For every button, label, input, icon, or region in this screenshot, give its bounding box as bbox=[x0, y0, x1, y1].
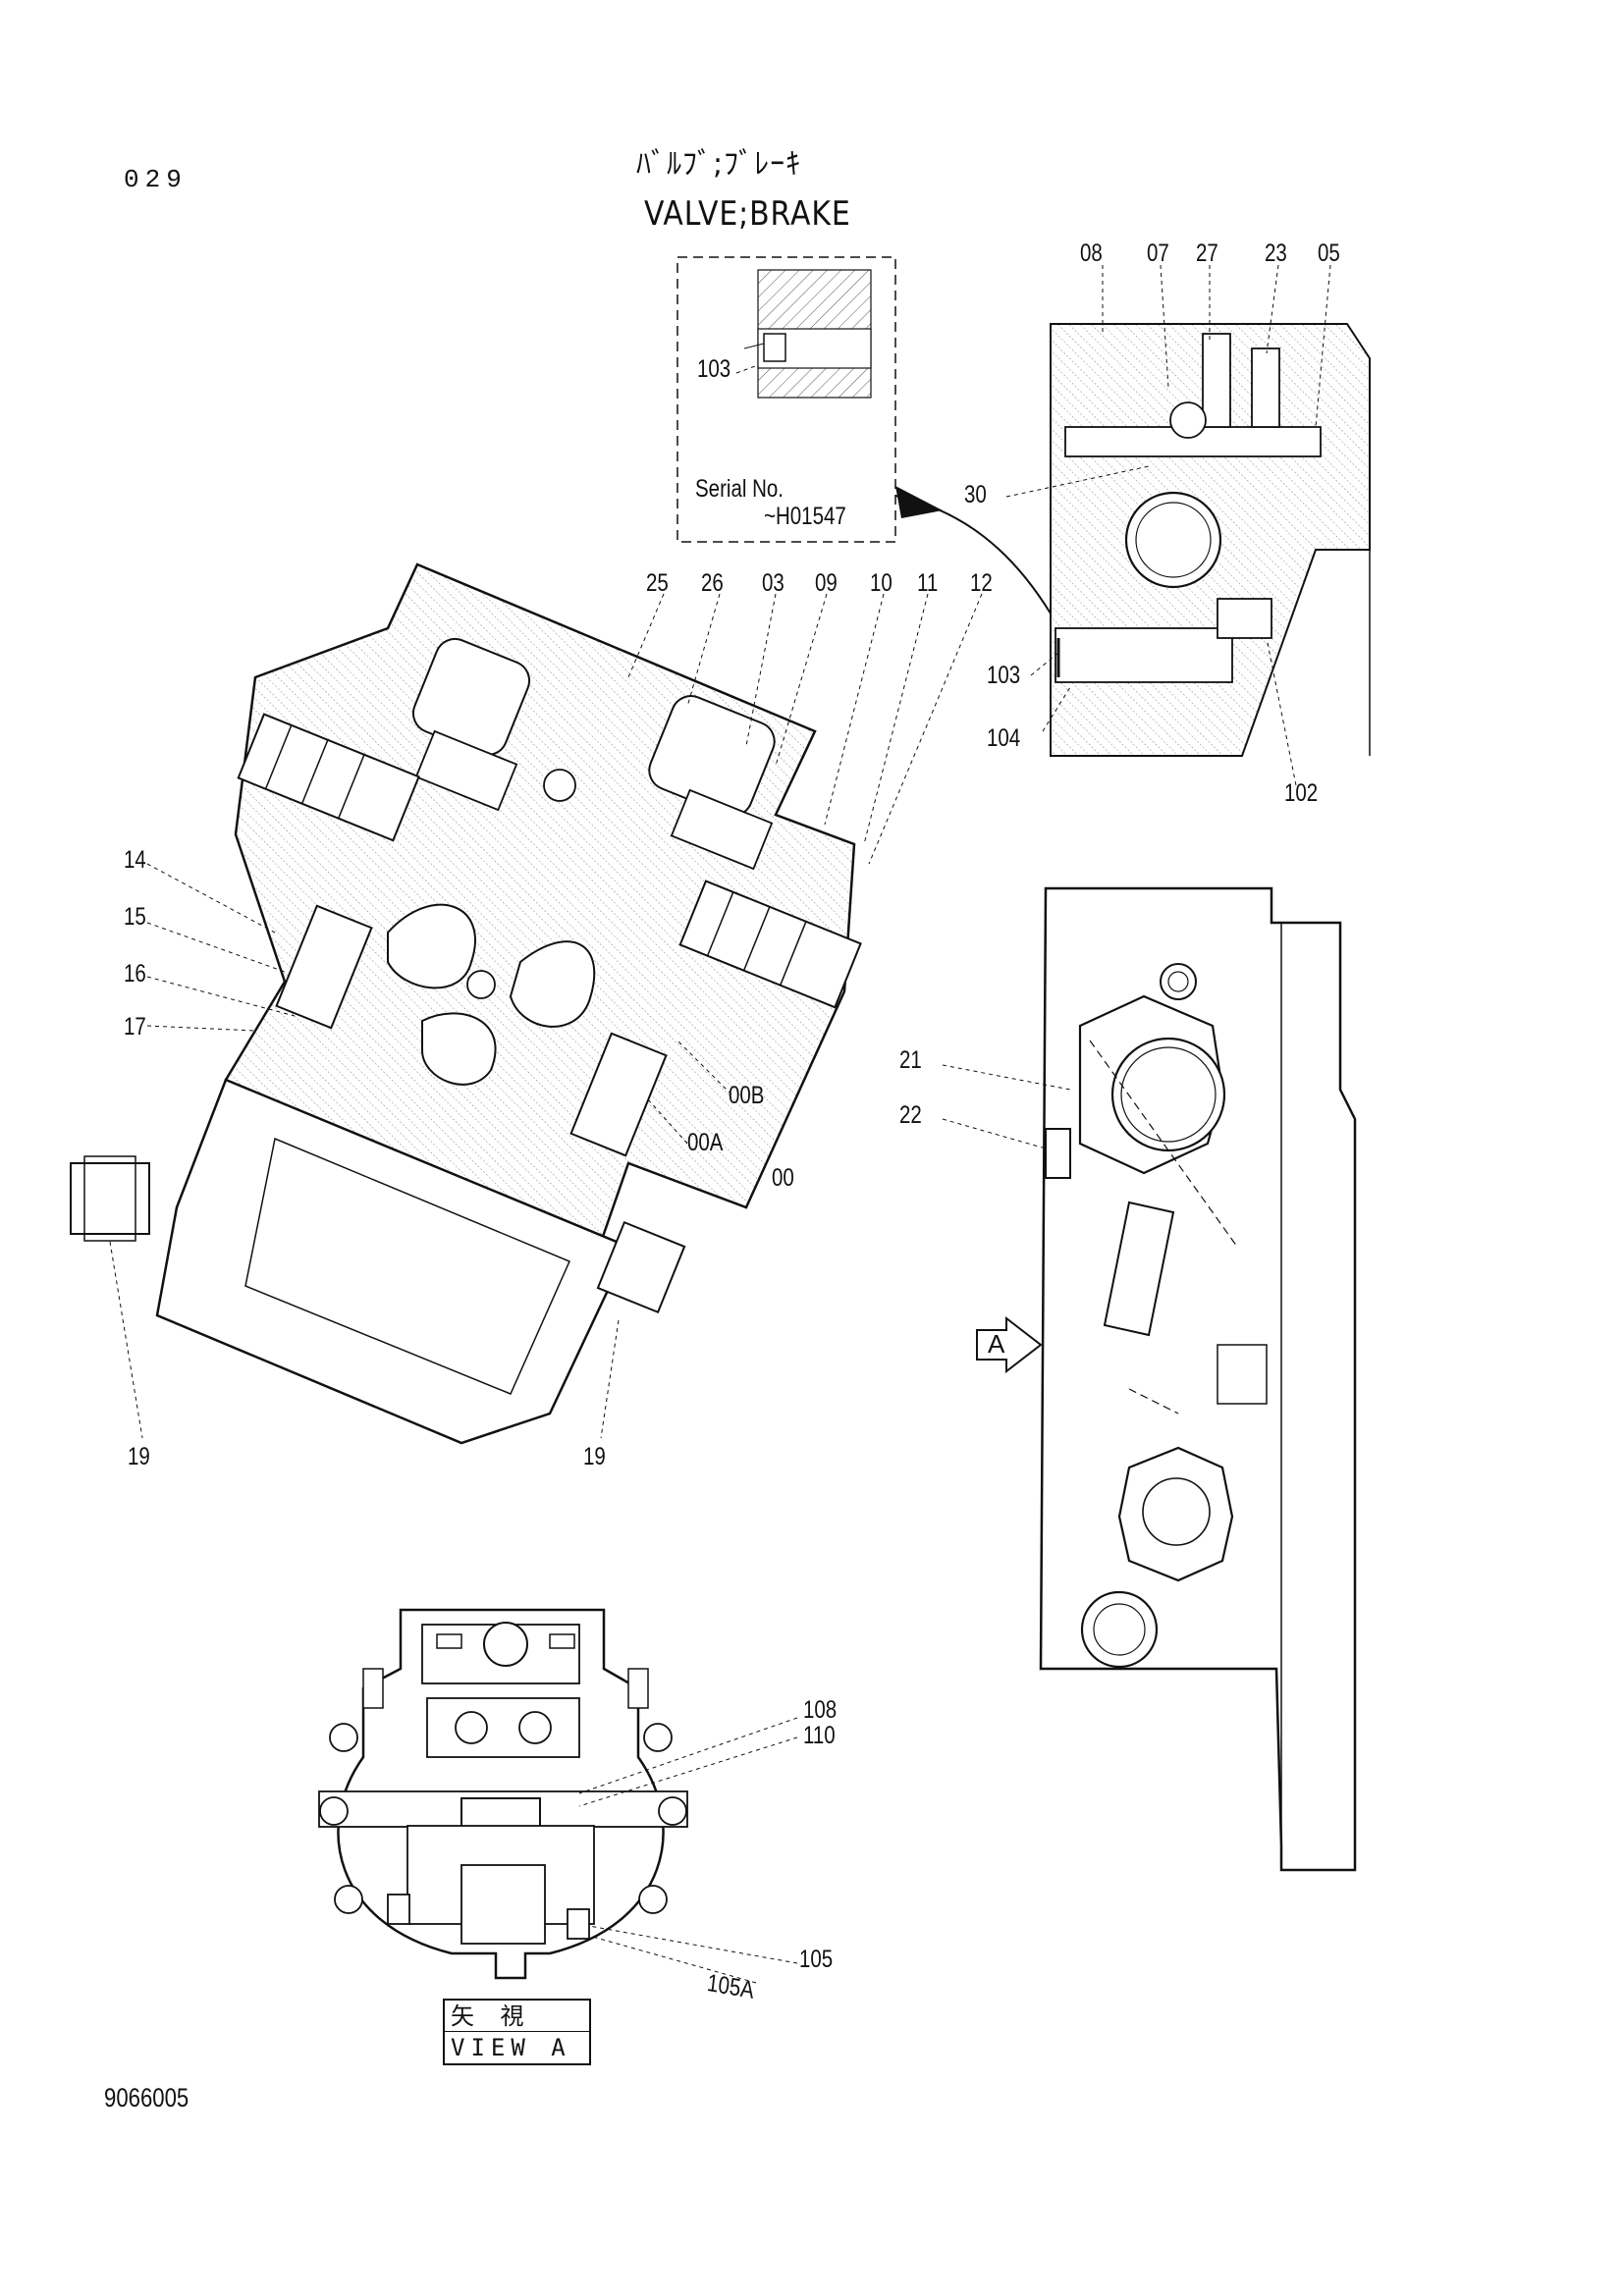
callout-00b: 00B bbox=[729, 1082, 765, 1109]
callout-102: 102 bbox=[1284, 779, 1319, 807]
callout-19-right: 19 bbox=[583, 1443, 606, 1470]
title-japanese: ﾊﾞﾙﾌﾞ;ﾌﾞﾚｰｷ bbox=[636, 147, 802, 182]
callout-23: 23 bbox=[1265, 240, 1287, 267]
callout-12: 12 bbox=[970, 569, 993, 597]
callout-26: 26 bbox=[701, 569, 724, 597]
drawing-number: 9066005 bbox=[104, 2083, 189, 2112]
callout-17: 17 bbox=[124, 1013, 146, 1041]
right-side-view bbox=[976, 886, 1357, 1872]
callout-108: 108 bbox=[803, 1696, 838, 1724]
view-a-label-jp: 矢 視 bbox=[445, 2001, 589, 2032]
callout-25: 25 bbox=[646, 569, 669, 597]
leader-lines bbox=[109, 264, 1331, 1984]
callout-21: 21 bbox=[899, 1046, 922, 1074]
top-right-section-detail bbox=[1050, 323, 1371, 757]
callout-27: 27 bbox=[1196, 240, 1218, 267]
serial-value: ~H01547 bbox=[764, 503, 846, 530]
callout-03: 03 bbox=[762, 569, 784, 597]
view-a-label-en: VIEW A bbox=[451, 2034, 571, 2061]
callout-15: 15 bbox=[124, 903, 146, 931]
callout-16: 16 bbox=[124, 960, 146, 988]
callout-110: 110 bbox=[803, 1722, 836, 1749]
callout-00a: 00A bbox=[687, 1129, 724, 1156]
callout-08: 08 bbox=[1080, 240, 1103, 267]
callout-14: 14 bbox=[124, 846, 146, 874]
page-number: 029 bbox=[124, 165, 188, 194]
callout-07: 07 bbox=[1147, 240, 1169, 267]
callout-22: 22 bbox=[899, 1101, 922, 1129]
callout-10: 10 bbox=[870, 569, 893, 597]
callout-09: 09 bbox=[815, 569, 838, 597]
callout-11: 11 bbox=[917, 569, 939, 597]
callout-00: 00 bbox=[772, 1164, 794, 1192]
callout-19-left: 19 bbox=[128, 1443, 150, 1470]
callout-103: 103 bbox=[987, 662, 1021, 689]
callout-104: 104 bbox=[987, 724, 1021, 752]
view-a-label-box: 矢 視 VIEW A bbox=[443, 1999, 591, 2065]
inset-callout-103: 103 bbox=[697, 355, 731, 383]
callout-30: 30 bbox=[964, 481, 987, 508]
serial-inset-frame bbox=[676, 256, 896, 543]
view-a-drawing bbox=[318, 1608, 688, 1980]
serial-label: Serial No. bbox=[695, 475, 784, 503]
main-cross-section bbox=[70, 562, 862, 1445]
callout-05: 05 bbox=[1318, 240, 1340, 267]
callout-105: 105 bbox=[799, 1946, 834, 1973]
view-marker-a: A bbox=[988, 1329, 1005, 1359]
title-english: VALVE;BRAKE bbox=[644, 194, 851, 234]
